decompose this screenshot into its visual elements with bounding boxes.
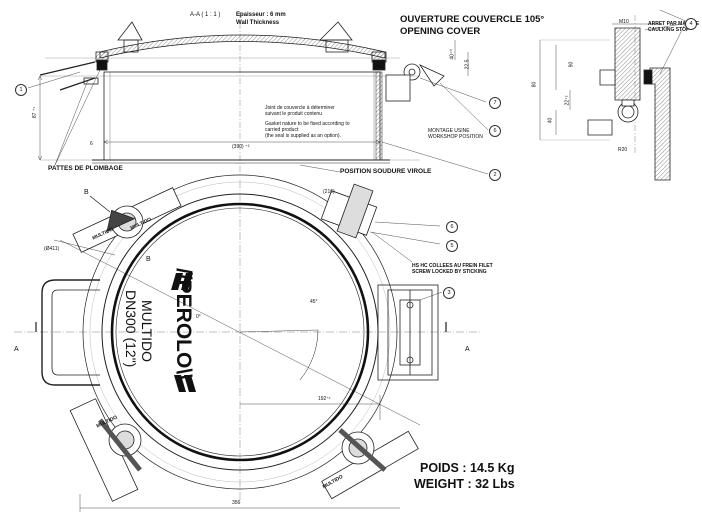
screw-note-en: SCREW LOCKED BY STICKING bbox=[412, 269, 487, 275]
dim-small-diameter: (216) bbox=[323, 189, 335, 195]
dim-356: 356 bbox=[232, 500, 241, 506]
gasket-note-en-3: (the seal is supplied as an option). bbox=[265, 133, 341, 139]
dim-detail-r20: R20 bbox=[618, 147, 628, 153]
workshop-note-en: WORKSHOP POSITION bbox=[428, 134, 483, 140]
wall-thickness-fr: Epaisseur : 6 mm bbox=[236, 12, 286, 18]
clamp-bottom-left bbox=[69, 398, 142, 502]
lid-size: DN300 (12") bbox=[123, 290, 139, 368]
dim-zero: 0° bbox=[196, 314, 201, 320]
dim-detail-90: 90 bbox=[568, 61, 575, 68]
plan-view bbox=[14, 174, 482, 512]
section-marker-b-bottom: B bbox=[146, 256, 151, 263]
weld-position-label: POSITION SOUDURE VIROLE bbox=[340, 168, 432, 175]
section-marker-b-top: B bbox=[84, 189, 89, 196]
workshop-note-fr: MONTAGE USINE bbox=[428, 128, 470, 134]
dim-22-5: 22.5 bbox=[464, 59, 471, 70]
brand-stripes bbox=[171, 273, 196, 392]
detail-view bbox=[539, 9, 689, 181]
clamp-bottom-right bbox=[321, 428, 419, 500]
clamp-top-left bbox=[72, 187, 182, 253]
weight-fr: POIDS : 14.5 Kg bbox=[420, 461, 515, 475]
sealing-tabs-label: PATTES DE PLOMBAGE bbox=[48, 165, 123, 172]
callout-6b: 6 bbox=[489, 125, 501, 137]
section-label: A-A ( 1 : 1 ) bbox=[190, 12, 221, 18]
dim-inner-diameter: (390) ⁺² bbox=[232, 144, 250, 150]
lid-brand: //PEROLO\\ bbox=[172, 268, 195, 381]
dim-detail-40: 40 bbox=[547, 117, 554, 124]
opening-title-en: OPENING COVER bbox=[400, 26, 481, 37]
gasket-note-fr-1: Joint de couvercle à déterminer bbox=[265, 105, 335, 111]
dim-40: 40⁺⁰ bbox=[449, 49, 456, 60]
dim-detail-22: 22⁺² bbox=[564, 95, 571, 106]
dim-detail-m10: M10 bbox=[619, 19, 629, 25]
stop-note-fr: ARRET PAR MATAGE bbox=[648, 21, 700, 27]
callout-3: 3 bbox=[443, 287, 455, 299]
dim-angle: 45° bbox=[310, 299, 318, 305]
opening-title-fr: OUVERTURE COUVERCLE 105° bbox=[400, 14, 545, 25]
screw-note-fr: HS HC COLLEES AU FREIN FILET bbox=[412, 263, 493, 269]
dim-outer-diameter: (Ø411) bbox=[44, 246, 60, 252]
weight-en: WEIGHT : 32 Lbs bbox=[414, 477, 515, 491]
callout-1: 1 bbox=[15, 84, 27, 96]
gasket-note-en-2: carried product bbox=[265, 127, 299, 133]
dim-detail-80: 80 bbox=[531, 81, 538, 88]
dim-192: 192⁺¹ bbox=[318, 396, 331, 402]
callout-6a: 6 bbox=[446, 221, 458, 233]
lid-model: MULTIDO bbox=[139, 300, 155, 362]
dim-87: 87 ⁺¹ bbox=[32, 106, 39, 119]
stop-note-en: CAULKING STOP bbox=[648, 27, 690, 33]
callout-4: 4 bbox=[685, 18, 697, 30]
dim-6: 6 bbox=[90, 141, 93, 147]
section-marker-left: A bbox=[14, 346, 19, 353]
callout-5: 5 bbox=[446, 240, 458, 252]
wall-thickness-en: Wall Thickness bbox=[236, 20, 280, 26]
gasket-note-fr-2: suivant le produit contenu bbox=[265, 111, 322, 117]
callout-7: 7 bbox=[489, 97, 501, 109]
section-marker-right: A bbox=[465, 346, 470, 353]
callout-2: 2 bbox=[489, 169, 501, 181]
gasket-note-en-1: Gasket nature to be fixed according to bbox=[265, 121, 350, 127]
section-view bbox=[27, 12, 489, 175]
